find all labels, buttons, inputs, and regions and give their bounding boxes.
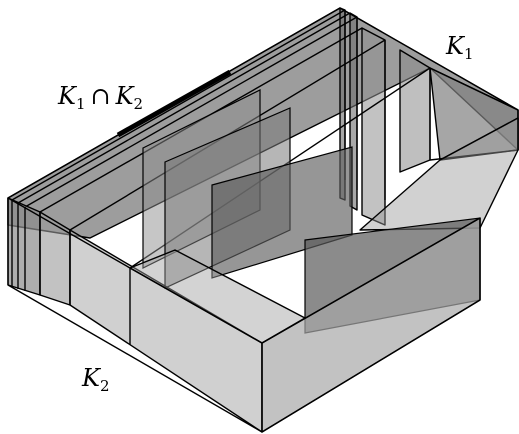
- intersection-operator: ∩: [90, 82, 111, 110]
- intersection-label: K1∩K2: [58, 84, 143, 112]
- k1-panel: [399, 49, 431, 173]
- k1-label-base: K: [446, 32, 464, 60]
- k2-left-end: [7, 197, 41, 296]
- intersection-label-a-base: K: [58, 82, 76, 110]
- k2-label-sub: 2: [99, 377, 110, 395]
- k1-floor-right: [359, 117, 519, 231]
- k1-label-sub: 1: [463, 45, 474, 63]
- intersection-label-b-sub: 2: [133, 95, 144, 113]
- k2-set: [7, 197, 481, 433]
- intersection-label-a-sub: 1: [75, 95, 86, 113]
- intersection-ridge: [116, 69, 481, 334]
- k1-panel: [361, 27, 386, 226]
- k2-label-base: K: [82, 364, 100, 392]
- intersection-label-b-base: K: [115, 82, 134, 110]
- k2-label: K2: [82, 366, 109, 394]
- k1-label: K1: [446, 34, 473, 62]
